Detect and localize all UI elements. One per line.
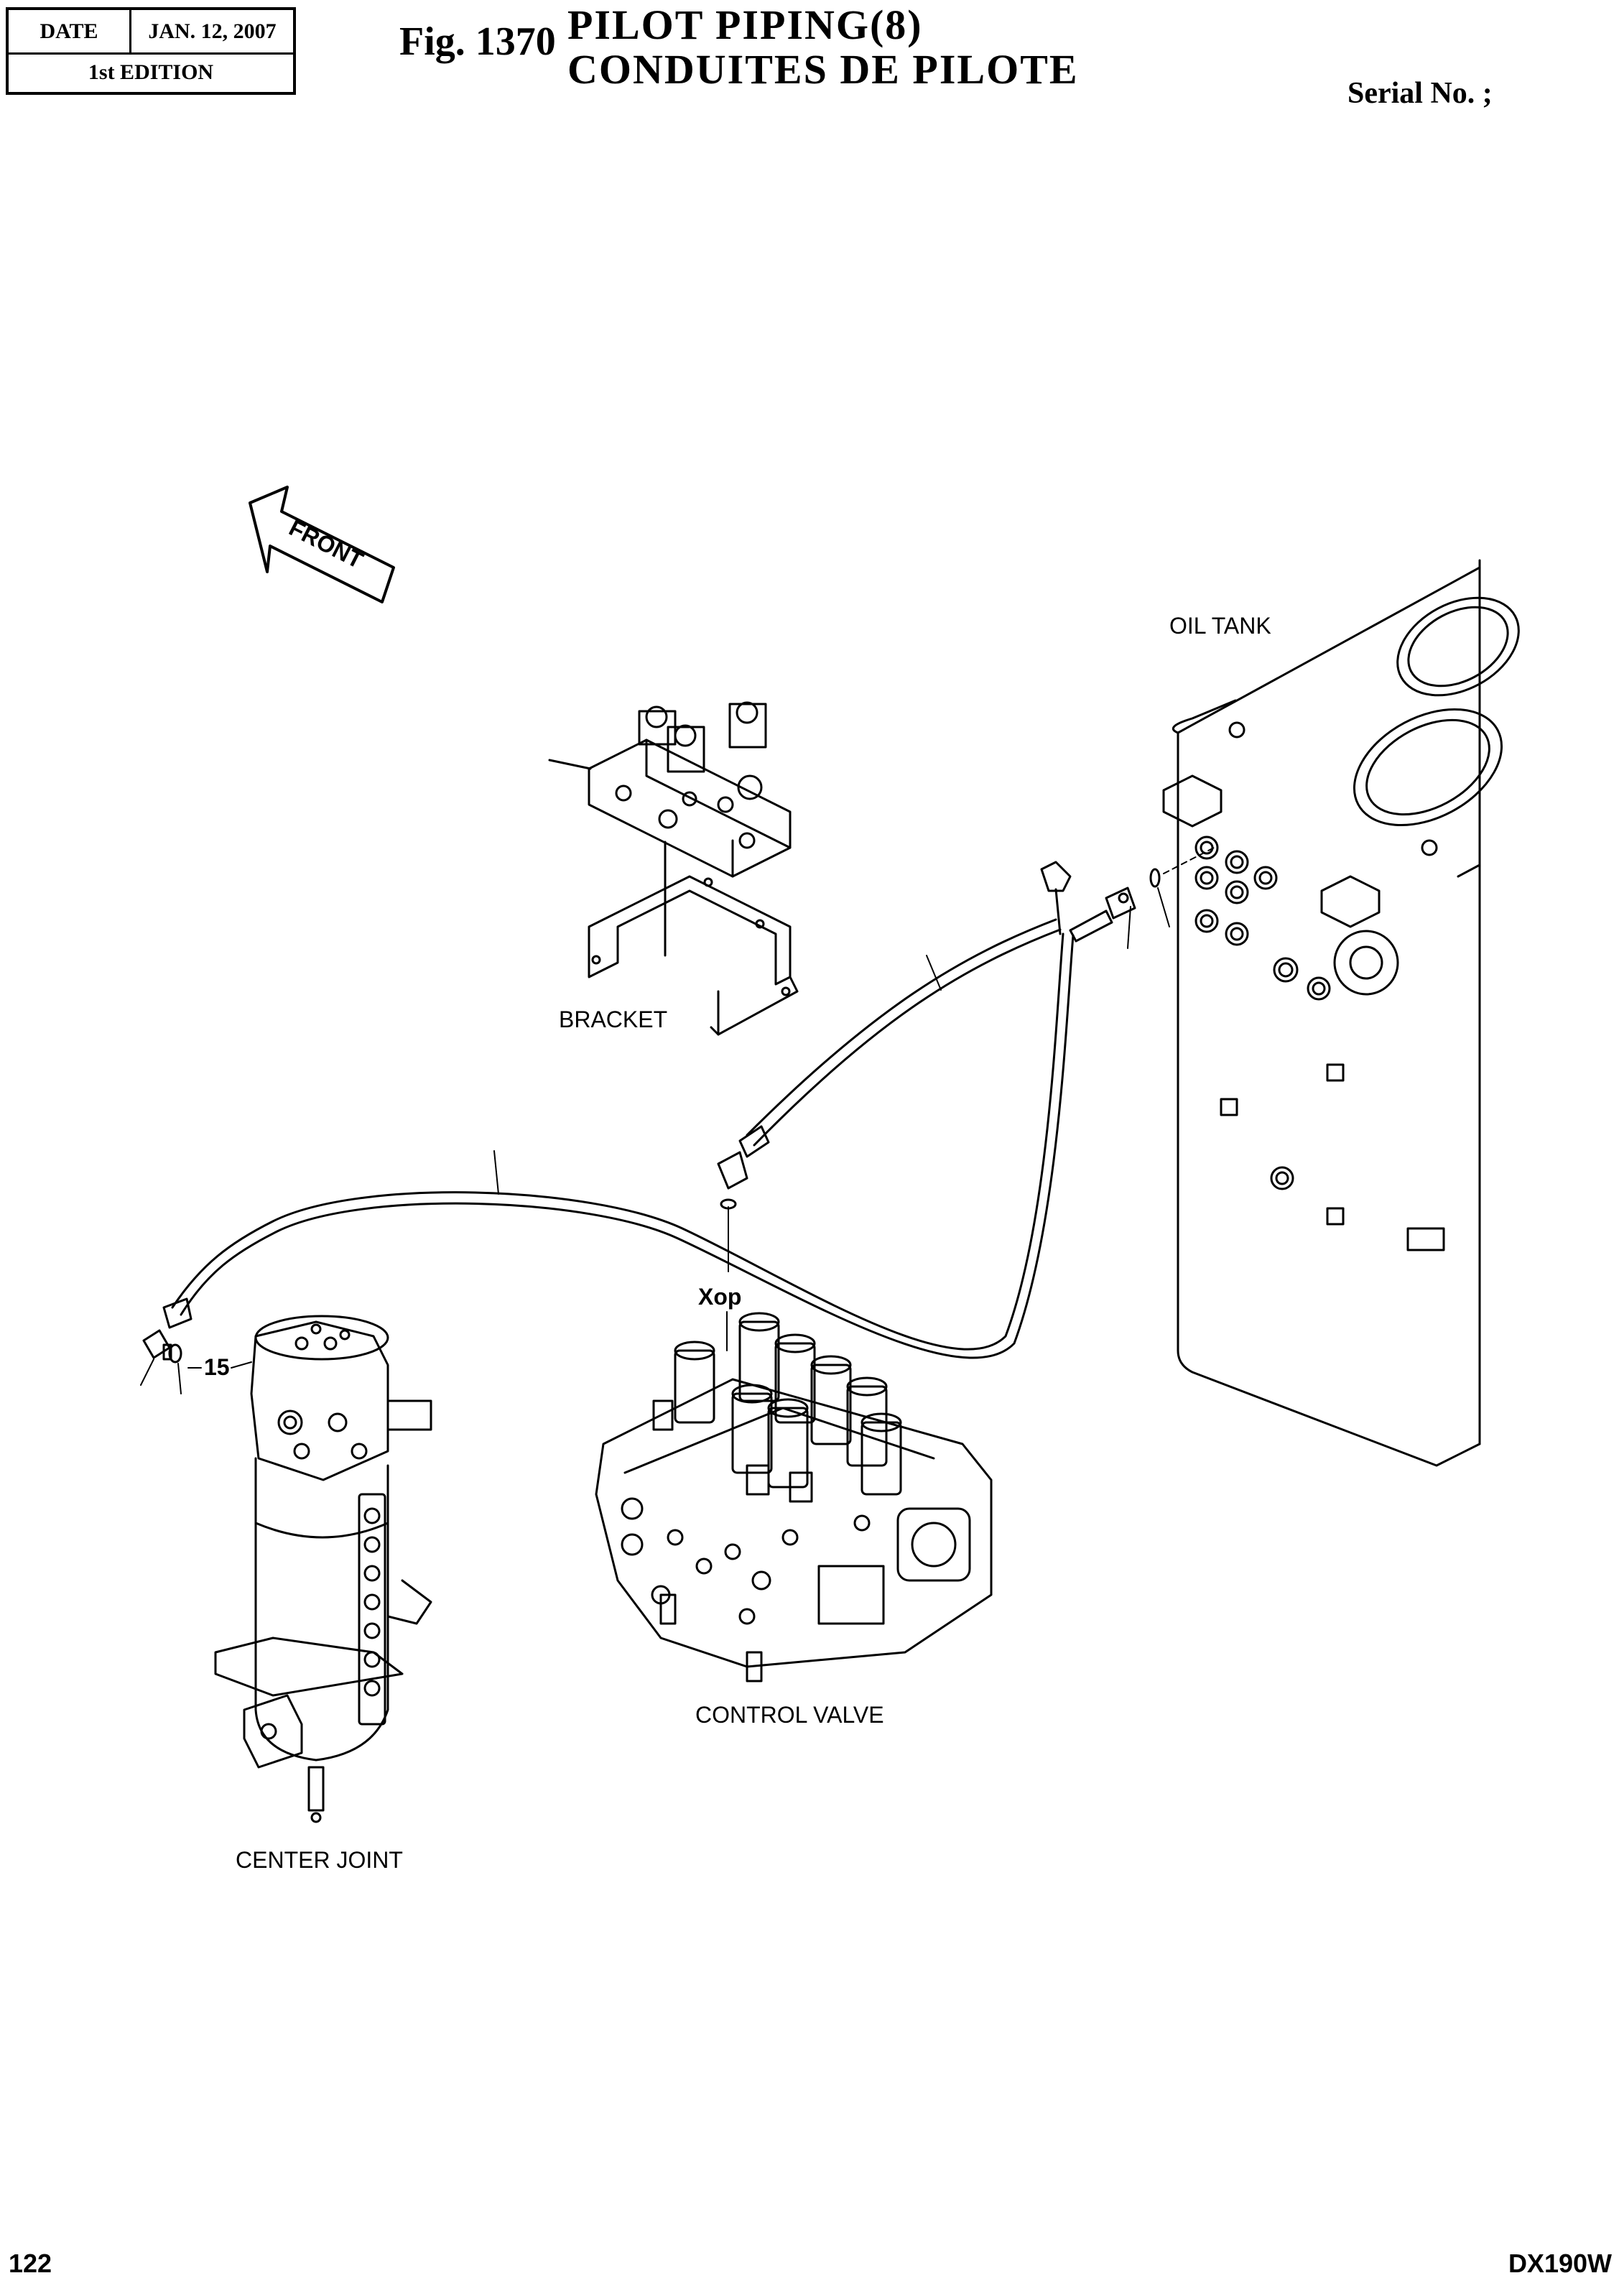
model-number: DX190W — [1508, 2249, 1612, 2278]
bracket-illustration: BRACKET — [548, 701, 799, 1036]
figure-title-english: PILOT PIPING(8) — [567, 1, 923, 48]
pilot-hoses — [171, 918, 1075, 1359]
figure-title: PILOT PIPING(8) CONDUITES DE PILOTE — [567, 3, 1079, 92]
header-date-row: DATE JAN. 12, 2007 — [9, 10, 293, 55]
front-arrow-icon: FRONT — [249, 486, 395, 603]
header-info-box: DATE JAN. 12, 2007 1st EDITION — [6, 7, 296, 95]
page-number: 122 — [9, 2249, 52, 2278]
header-edition-row: 1st EDITION — [9, 53, 293, 92]
date-value: JAN. 12, 2007 — [148, 19, 277, 43]
figure-title-french: CONDUITES DE PILOTE — [567, 46, 1079, 93]
figure-number: Fig. 1370 — [399, 19, 556, 64]
center-joint-fittings: 15 — [140, 1297, 252, 1394]
edition-label: 1st EDITION — [88, 60, 214, 84]
tank-fittings — [1040, 847, 1215, 949]
control-valve-illustration: CONTROL VALVE — [595, 1312, 993, 1728]
bracket-label: BRACKET — [559, 1006, 667, 1032]
xop-port-label: Xop — [698, 1284, 741, 1310]
callout-15: 15 — [204, 1354, 230, 1380]
xop-fitting: Xop — [698, 1125, 770, 1351]
date-label: DATE — [9, 10, 131, 52]
oil-tank-illustration: OIL TANK — [1162, 559, 1520, 1467]
control-valve-label: CONTROL VALVE — [695, 1702, 884, 1728]
center-joint-illustration: CENTER JOINT — [214, 1315, 432, 1873]
oil-tank-label: OIL TANK — [1169, 613, 1271, 639]
serial-number-label: Serial No. ; — [1347, 77, 1493, 110]
center-joint-label: CENTER JOINT — [236, 1847, 403, 1873]
